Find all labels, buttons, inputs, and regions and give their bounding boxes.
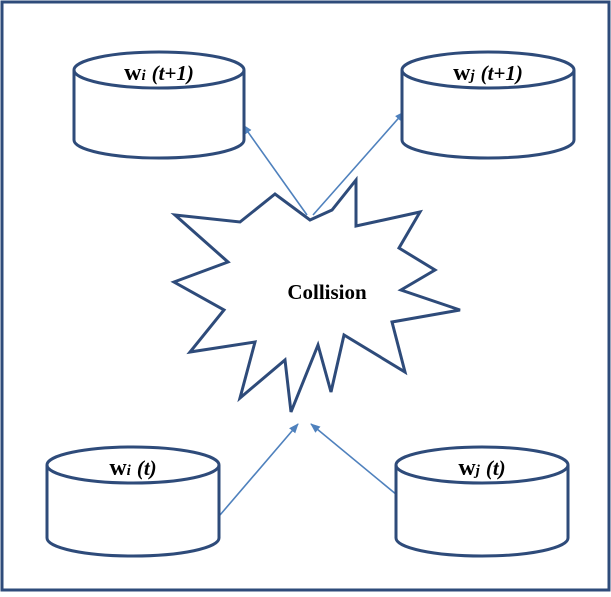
cylinder-top [72,50,246,90]
node-label: wj (t) [458,455,505,481]
label-base: w [109,455,127,481]
node-wi-t-plus-1: wi (t+1) [72,50,246,160]
collision-burst: Collision [170,175,461,413]
label-base: w [458,455,476,481]
label-time: (t+1) [152,61,194,85]
label-subscript: j [474,463,481,479]
arrows [219,111,405,516]
node-label: wi (t+1) [124,60,194,86]
label-time: (t+1) [481,61,523,85]
label-subscript: i [127,463,132,479]
collision-star-shape [170,175,461,413]
cylinder-top [400,50,576,90]
label-time: (t) [137,456,157,480]
node-label: wi (t) [109,455,156,481]
cylinder-body [394,465,570,558]
arrow-to-wi-next [242,124,308,216]
cylinder-top [45,445,221,485]
arrow-from-wi-now [219,423,299,516]
cylinder-body [72,70,246,160]
cylinder-body [400,70,576,160]
node-wj-t: wj (t) [394,445,570,558]
cylinder-body [45,465,221,558]
label-subscript: i [141,68,146,84]
label-time: (t) [486,456,506,480]
arrow-from-wj-now [310,423,398,496]
node-wi-t: wi (t) [45,445,221,558]
label-base: w [124,60,142,86]
label-subscript: j [468,68,475,84]
arrow-to-wj-next [312,111,405,216]
cylinder-top [394,445,570,485]
node-wj-t-plus-1: wj (t+1) [400,50,576,160]
label-base: w [453,60,471,86]
node-label: wj (t+1) [453,60,523,86]
collision-label: Collision [287,280,367,304]
